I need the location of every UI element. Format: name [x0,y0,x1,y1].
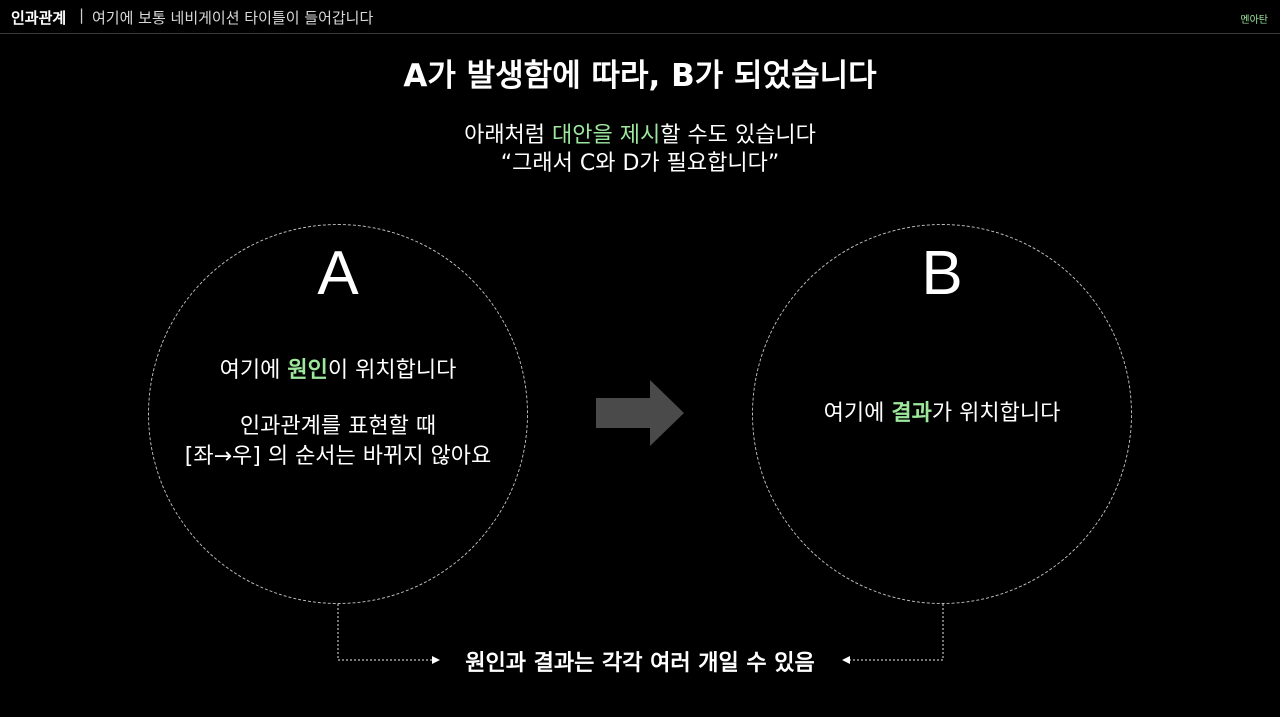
effect-description: 여기에 결과가 위치합니다 [752,399,1132,429]
effect-highlight: 결과 [891,401,932,426]
cause-letter: A [317,239,359,308]
left-connector-line [337,604,432,661]
slide-subtitle-line1: 아래처럼 대안을 제시할 수도 있습니다 [0,117,1280,149]
subtitle-text: 아래처럼 [464,123,553,148]
cause-highlight: 원인 [287,358,328,383]
right-connector-arrowhead [842,656,850,664]
navigation-title: 여기에 보통 네비게이션 타이틀이 들어갑니다 [92,9,374,27]
cause-description: 여기에 원인이 위치합니다 [148,356,528,386]
effect-text-end: 가 위치합니다 [931,401,1061,426]
bottom-note: 원인과 결과는 각각 여러 개일 수 있음 [465,651,815,676]
effect-circle [752,224,1132,604]
brand-label: 멘아탄 [1240,15,1268,26]
left-connector-arrowhead [432,656,440,664]
cause-text-end: 이 위치합니다 [327,358,457,383]
cause-text: 여기에 [219,358,288,383]
subtitle-text-end: 할 수도 있습니다 [660,123,816,148]
effect-text: 여기에 [823,401,892,426]
cause-note-line2: [좌→우] 의 순서는 바뀌지 않아요 [184,444,492,469]
section-title: 인과관계 [11,9,67,27]
slide-subtitle-line2: “그래서 C와 D가 필요합니다” [500,151,780,176]
title-separator: | [79,6,85,24]
right-arrow-icon [596,380,684,446]
slide-headline: A가 발생함에 따라, B가 되었습니다 [403,58,877,94]
top-navigation-bar: 인과관계 | 여기에 보통 네비게이션 타이틀이 들어갑니다 멘아탄 [0,0,1280,34]
cause-note-line1: 인과관계를 표현할 때 [239,414,437,439]
right-connector-line [850,604,944,661]
subtitle-highlight: 대안을 제시 [552,123,661,148]
effect-letter: B [921,239,963,308]
cause-circle [148,224,528,604]
